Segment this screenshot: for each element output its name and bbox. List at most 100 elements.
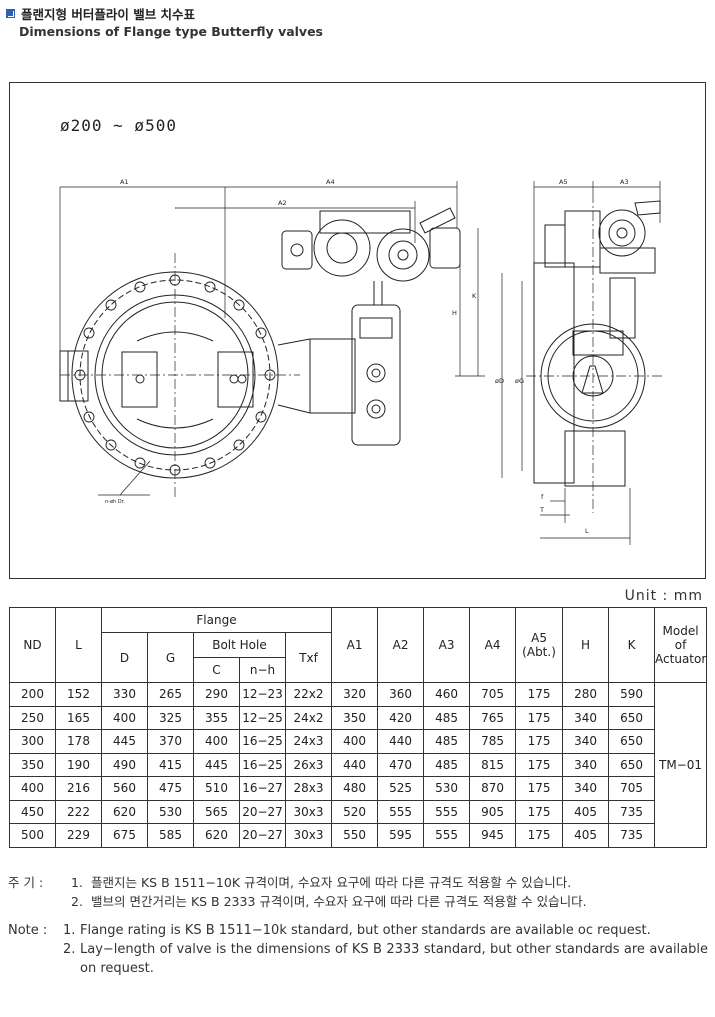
table-cell: 20−27 [239, 823, 286, 848]
table-cell: 265 [147, 682, 194, 707]
table-cell: 175 [515, 682, 564, 707]
table-cell: 400 [193, 729, 240, 754]
note-ko-indent [8, 892, 71, 911]
table-cell: 229 [55, 823, 102, 848]
table-cell: 595 [377, 823, 425, 848]
header-model-line2: of [674, 638, 687, 652]
note-en-1: Note : 1. Flange rating is KS B 1511−10k… [8, 921, 708, 940]
table-cell: 22x2 [284, 682, 333, 707]
dimension-table: ND L Flange A1 A2 A3 A4 A5 (Abt.) H K Mo… [9, 607, 708, 848]
dim-label-k: K [472, 292, 477, 300]
note-ko-1-text: 플랜지는 KS B 1511−10K 규격이며, 수요자 요구에 따라 다른 규… [91, 875, 572, 890]
table-cell: 870 [469, 776, 517, 801]
table-cell: 178 [55, 729, 102, 754]
dim-label-l: L [585, 527, 589, 535]
table-cell: 650 [608, 729, 656, 754]
table-cell: 175 [515, 823, 564, 848]
table-cell: 300 [9, 729, 56, 754]
table-cell: 280 [562, 682, 610, 707]
table-cell: 405 [562, 799, 610, 824]
table-cell: 152 [55, 682, 102, 707]
note-ko-2-text: 밸브의 면간거리는 KS B 2333 규격이며, 수요자 요구에 따라 다른 … [91, 894, 587, 909]
note-en-2: 2. Lay−length of valve is the dimensions… [8, 940, 708, 978]
table-cell: 222 [55, 799, 102, 824]
table-cell: 16−25 [239, 752, 286, 777]
table-cell: 360 [377, 682, 425, 707]
header-a5: A5 (Abt.) [515, 607, 564, 683]
table-cell: 30x3 [284, 823, 333, 848]
note-en-2-text: Lay−length of valve is the dimensions of… [80, 942, 708, 976]
table-cell: 555 [377, 799, 425, 824]
dim-label-d: øD [495, 377, 504, 385]
table-cell: 165 [55, 705, 102, 730]
table-header-row-1: ND L Flange A1 A2 A3 A4 A5 (Abt.) H K Mo… [9, 607, 708, 683]
table-cell: 735 [608, 823, 656, 848]
table-cell: 470 [377, 752, 425, 777]
header-d: D [101, 632, 148, 683]
table-cell: 24x3 [284, 729, 333, 754]
table-cell: 16−27 [239, 776, 286, 801]
table-cell: 525 [377, 776, 425, 801]
table-cell: 370 [147, 729, 194, 754]
square-bullet-icon [6, 8, 15, 18]
table-cell: 520 [331, 799, 379, 824]
header-txf: Txf [284, 632, 333, 683]
table-cell: 175 [515, 752, 564, 777]
table-cell: 440 [377, 729, 425, 754]
table-cell: 330 [101, 682, 148, 707]
table-cell: 485 [423, 752, 471, 777]
table-cell: 500 [9, 823, 56, 848]
table-cell: 555 [423, 823, 471, 848]
table-header-row-3: C n−h [10, 657, 707, 683]
header-flange: Flange [100, 607, 333, 633]
table-cell: 400 [9, 776, 56, 801]
table-cell: 440 [331, 752, 379, 777]
table-cell: 216 [55, 776, 102, 801]
table-cell: 350 [9, 752, 56, 777]
header-l: L [55, 607, 102, 683]
table-cell: 175 [515, 729, 564, 754]
table-cell: 175 [515, 799, 564, 824]
table-header-row-2: D G Bolt Hole Txf [10, 632, 707, 683]
note-en-2-num: 2. [63, 942, 76, 957]
header-a2: A2 [377, 607, 425, 683]
table-cell: 905 [469, 799, 517, 824]
table-cell: 24x2 [284, 705, 333, 730]
header-a1: A1 [331, 607, 379, 683]
table-cell: 340 [562, 729, 610, 754]
header-a4: A4 [469, 607, 517, 683]
header-nh: n−h [239, 657, 286, 683]
header-model-line3: Actuator [655, 652, 707, 666]
table-cell: 350 [331, 705, 379, 730]
dim-label-a1: A1 [120, 178, 129, 186]
header-nd: ND [9, 607, 56, 683]
header-bolt-hole: Bolt Hole [193, 632, 286, 658]
table-cell: 340 [562, 705, 610, 730]
table-cell: 405 [562, 823, 610, 848]
table-cell: 400 [331, 729, 379, 754]
table-cell: 560 [101, 776, 148, 801]
table-cell: 415 [147, 752, 194, 777]
dim-label-t: T [539, 506, 544, 514]
table-cell: 445 [193, 752, 240, 777]
table-cell: 530 [147, 799, 194, 824]
header-k: K [608, 607, 656, 683]
header-a3: A3 [423, 607, 471, 683]
table-cell: 12−23 [239, 682, 286, 707]
dim-label-h: H [452, 309, 457, 317]
note-ko-label: 주 기 : [8, 875, 44, 890]
notes-english: Note : 1. Flange rating is KS B 1511−10k… [8, 921, 708, 978]
table-cell: 815 [469, 752, 517, 777]
table-cell: 530 [423, 776, 471, 801]
table-cell: 705 [469, 682, 517, 707]
table-cell: 200 [9, 682, 56, 707]
note-en-indent [8, 940, 63, 978]
dim-label-a4: A4 [326, 178, 335, 186]
note-ko-2: 2. 밸브의 면간거리는 KS B 2333 규격이며, 수요자 요구에 따라 … [8, 892, 587, 911]
table-cell: 175 [515, 705, 564, 730]
